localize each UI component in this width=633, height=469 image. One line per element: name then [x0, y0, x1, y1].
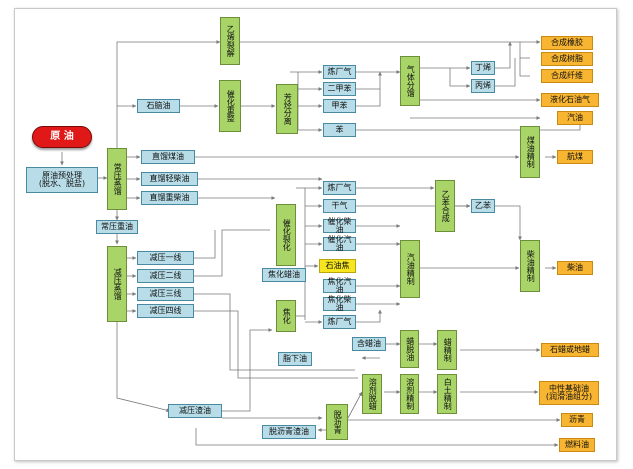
node-deasphalting: 脱沥青 [326, 404, 348, 440]
node-kerosene-refining: 煤油精制 [520, 126, 540, 178]
node-straight-kerosene: 直馏煤油 [141, 150, 195, 164]
node-vacuum-line-4: 减压四线 [137, 304, 194, 318]
node-solvent-dewaxing: 溶剂脱蜡 [362, 374, 382, 414]
node-straight-heavy-diesel: 直馏重柴油 [141, 191, 198, 205]
node-vacuum-distillation: 减压蒸馏 [107, 246, 127, 322]
node-vacuum-line-2: 减压二线 [137, 269, 194, 283]
product-synthetic-fiber: 合成纤维 [541, 69, 593, 83]
node-side-oil: 脂下油 [278, 352, 312, 366]
node-solvent-refining: 溶剂精制 [400, 374, 419, 414]
node-naphtha: 石脑油 [137, 99, 180, 113]
node-fcc-diesel: 催化柴油 [323, 217, 356, 234]
product-base-oil: 中性基础油 (润滑油组分) [539, 381, 599, 405]
node-vacuum-residue: 减压渣油 [168, 404, 222, 418]
product-synthetic-rubber: 合成橡胶 [541, 36, 593, 50]
flow-to-ethylene [116, 40, 221, 106]
node-coker-diesel: 焦化柴油 [323, 295, 356, 312]
diagram-frame [14, 8, 617, 461]
flow-atm-naphtha [116, 104, 137, 148]
node-coker-gasoline: 焦化汽油 [323, 277, 356, 294]
node-atmospheric-distillation: 常压蒸馏 [107, 148, 127, 210]
node-pretreatment: 原油预处理 (脱水、脱盐) [26, 167, 98, 193]
node-catalytic-cracking: 催化裂化 [276, 204, 296, 266]
node-propene: 丙烯 [471, 79, 495, 93]
node-vacuum-line-1: 减压一线 [137, 251, 194, 265]
node-dry-gas: 干气 [323, 199, 356, 213]
node-gasoline-refining: 汽油精制 [400, 240, 420, 298]
node-straight-light-diesel: 直馏轻柴油 [141, 172, 198, 186]
product-asphalt: 沥青 [561, 413, 593, 427]
node-crude-oil: 原 油 [32, 126, 92, 148]
node-diesel-refining: 柴油精制 [520, 240, 540, 292]
product-fuel-oil: 燃料油 [559, 438, 595, 452]
node-coking: 焦化 [276, 300, 296, 332]
node-waxy-oil: 含蜡油 [352, 337, 386, 351]
product-diesel: 柴油 [557, 261, 593, 275]
node-butene: 丁烯 [471, 61, 495, 75]
node-coker-refinery-gas: 炼厂气 [323, 315, 356, 329]
node-ethylene-cracking: 乙烯裂解 [220, 17, 240, 65]
product-paraffin-wax: 石蜡或地蜡 [541, 343, 599, 357]
node-xylene: 二甲苯 [323, 82, 356, 96]
node-ethylbenzene-synthesis: 乙苯合成 [435, 180, 455, 232]
product-lpg: 液化石油气 [541, 93, 599, 107]
node-petroleum-coke: 石油焦 [319, 259, 356, 273]
node-wax-refining: 蜡精制 [437, 330, 457, 370]
node-coker-gas-oil: 焦化蜡油 [262, 268, 306, 282]
node-ethylbenzene: 乙苯 [471, 199, 495, 213]
node-catalytic-reforming: 催化重整 [219, 80, 241, 132]
node-reform-refinery-gas: 炼厂气 [323, 65, 356, 79]
node-fcc-gasoline: 催化汽油 [323, 235, 356, 252]
node-gas-fractionation: 气体分馏 [400, 56, 420, 106]
product-synthetic-resin: 合成树脂 [541, 52, 593, 66]
node-deasphalted-residue: 脱沥青渣油 [262, 425, 316, 439]
node-fcc-refinery-gas: 炼厂气 [323, 181, 356, 195]
node-vacuum-line-3: 减压三线 [137, 287, 194, 301]
node-aromatics-separation: 芳烃分离 [276, 84, 298, 134]
product-jet-fuel: 航煤 [557, 150, 593, 164]
product-gasoline-top: 汽油 [557, 111, 593, 125]
node-wax-deoiling: 蜡脱油 [400, 330, 419, 368]
node-atm-heavy-oil: 常压重油 [96, 220, 138, 234]
node-benzene: 苯 [323, 123, 356, 137]
node-clay-refining: 白土精制 [437, 374, 457, 414]
node-toluene: 甲苯 [323, 99, 356, 113]
